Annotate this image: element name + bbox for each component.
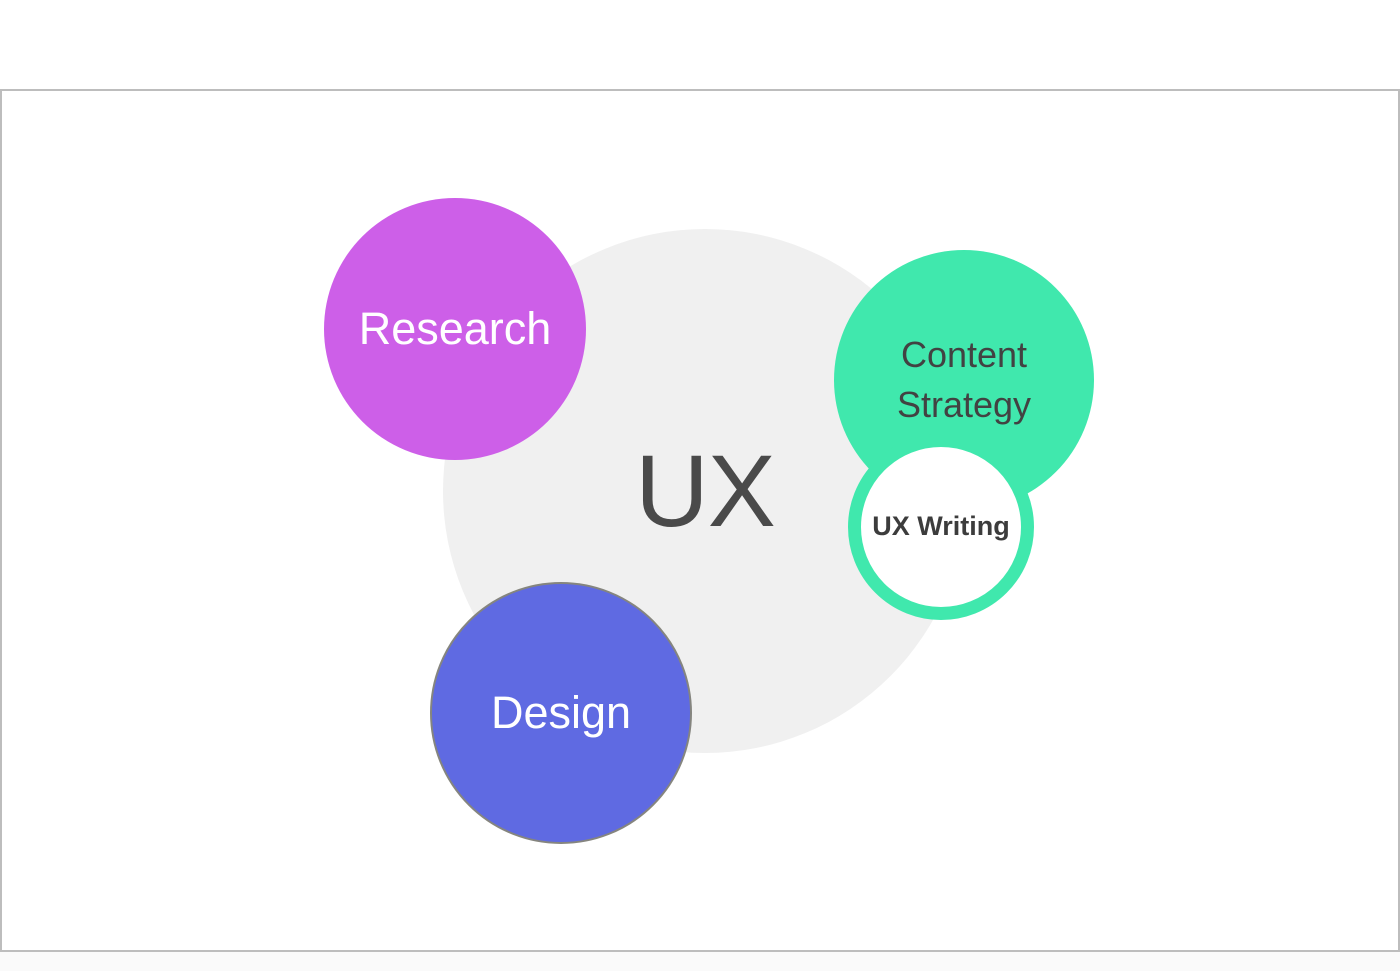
ux-core-label: UX (635, 433, 776, 548)
research-label: Research (358, 303, 552, 355)
design-label: Design (490, 687, 632, 739)
ux-writing-circle: UX Writing (848, 434, 1034, 620)
design-circle: Design (430, 582, 692, 844)
research-circle: Research (324, 198, 586, 460)
below-frame-strip (0, 952, 1400, 971)
content-strategy-label: Content Strategy (896, 334, 1032, 425)
ux-writing-label: UX Writing (872, 511, 1010, 542)
